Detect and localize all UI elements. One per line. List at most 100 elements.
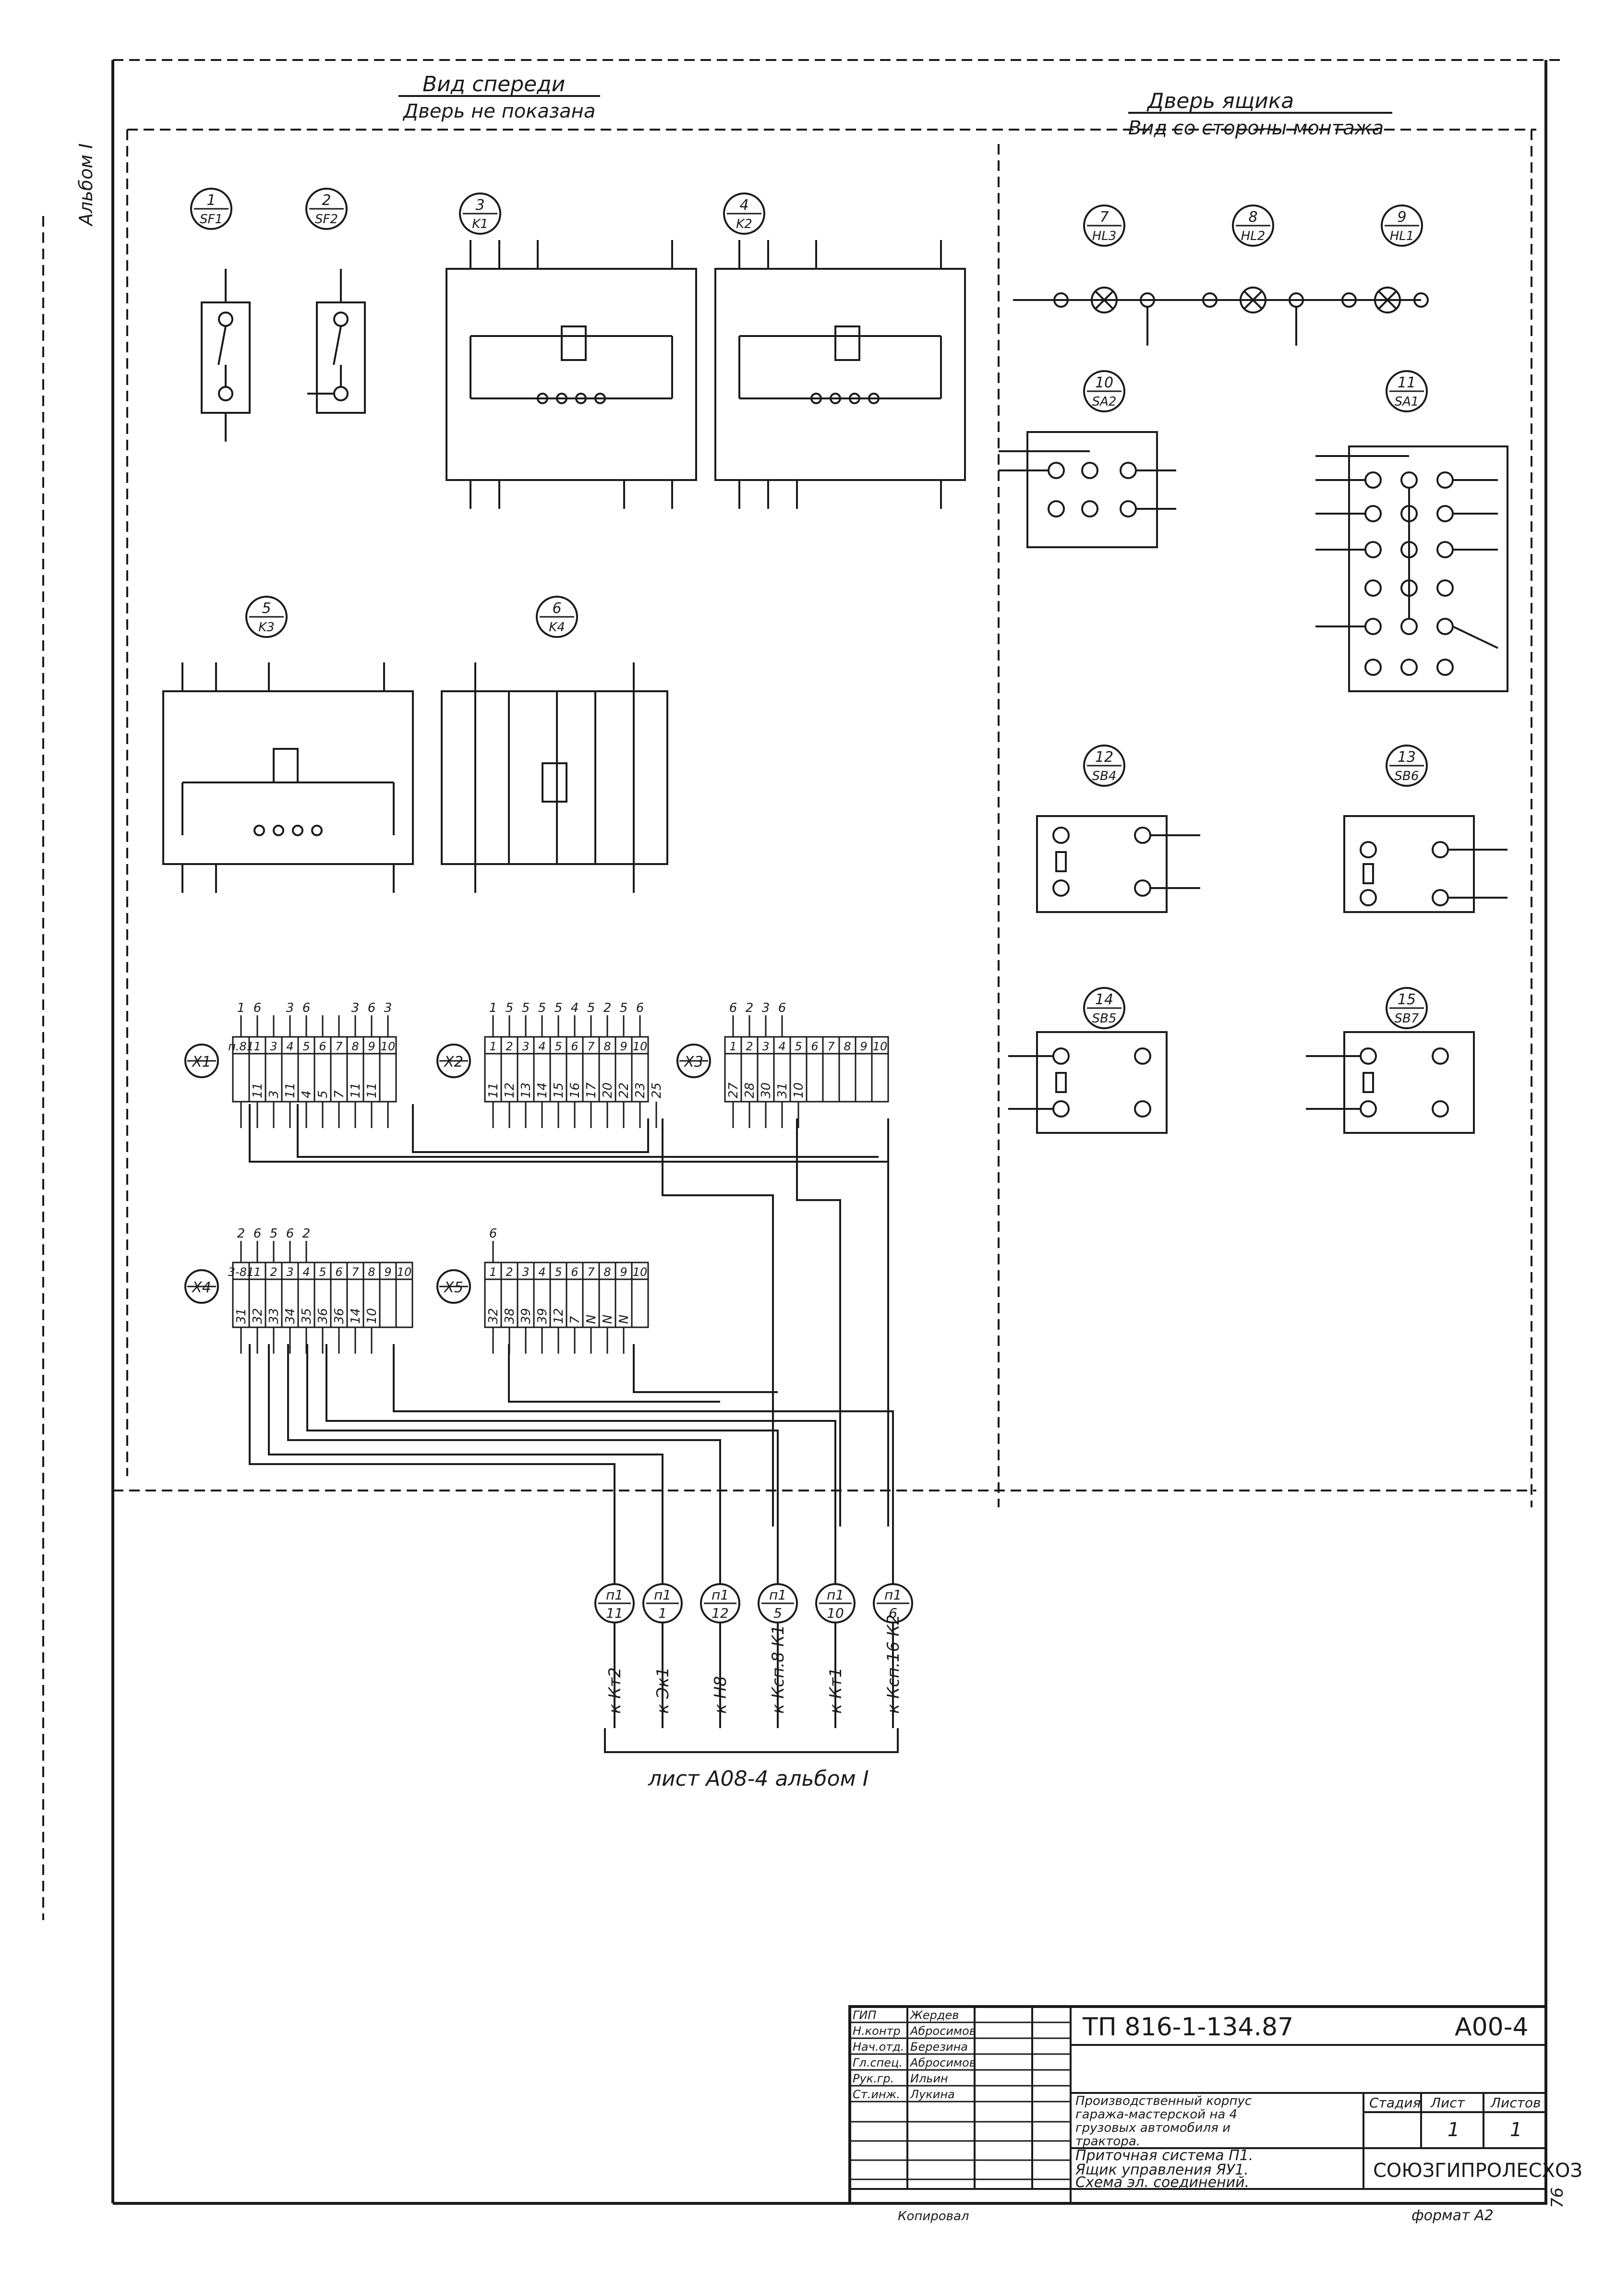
cable-marker-number: 12 <box>712 1605 729 1621</box>
terminal-wire-number: 36 <box>316 1308 330 1324</box>
terminal-number: 7 <box>351 1265 359 1279</box>
button-sb6 <box>1343 815 1507 913</box>
terminal-number: 5 <box>795 1040 802 1053</box>
terminal-strip-label: X5 <box>443 1279 463 1296</box>
button-sb7 <box>1306 1031 1475 1134</box>
terminal-wire-number: N <box>584 1315 599 1324</box>
terminal-wire-number: N <box>601 1315 615 1324</box>
terminal-top-wire: 2 <box>302 1226 311 1241</box>
terminal-wire-number: 5 <box>316 1090 330 1098</box>
terminal-number: 6 <box>335 1265 342 1279</box>
terminal-number: 4 <box>286 1040 293 1053</box>
device-code: HL3 <box>1092 229 1117 243</box>
terminal-number: 7 <box>827 1040 835 1053</box>
terminal-wire-number: 31 <box>775 1082 790 1098</box>
drawing-title-line-1: Приточная система П1. <box>1075 2147 1253 2164</box>
terminal-top-wire: 1 <box>489 1001 497 1015</box>
front-view-title: Вид спереди <box>422 72 565 96</box>
cable-destination: к Эк1 <box>653 1667 673 1714</box>
device-code: SB4 <box>1092 769 1117 783</box>
title-role: Рук.гр. <box>853 2072 894 2085</box>
device-number: 1 <box>206 192 216 209</box>
device-number: 13 <box>1398 749 1416 766</box>
doc-code: ТП 816-1-134.87 <box>1082 2013 1293 2042</box>
sheets-number: 1 <box>1510 2119 1522 2141</box>
format-label: формат А2 <box>1411 2207 1494 2224</box>
title-person: Ильин <box>910 2072 948 2085</box>
door-view-title: Дверь ящика <box>1146 89 1294 113</box>
title-person: Абросимов <box>909 2056 976 2069</box>
terminal-number: 9 <box>860 1040 867 1053</box>
terminal-number: 6 <box>811 1040 818 1053</box>
project-name-line-1: Производственный корпус <box>1075 2094 1252 2108</box>
cable-marker-number: 11 <box>606 1605 623 1621</box>
terminal-wire-number: 39 <box>535 1308 550 1324</box>
terminal-wire-number: 30 <box>759 1082 773 1098</box>
terminal-wire-number: 17 <box>584 1082 599 1098</box>
device-code: K1 <box>472 217 488 231</box>
terminal-number: 8 <box>603 1265 611 1279</box>
terminal-top-wire: 6 <box>729 1001 737 1015</box>
switch-sa2 <box>999 431 1176 548</box>
terminal-top-wire: 5 <box>270 1226 278 1241</box>
terminal-number: 8 <box>844 1040 851 1053</box>
contactor-k2 <box>714 240 966 509</box>
device-markers: 1SF12SF23K14K25K36K47HL38HL29HL110SA211S… <box>190 188 1428 1029</box>
sheet-number: 1 <box>1447 2119 1459 2141</box>
terminal-top-wire: 2 <box>237 1226 245 1241</box>
terminal-wire-number: 32 <box>486 1308 501 1324</box>
terminal-wire-number: 34 <box>283 1308 298 1324</box>
project-name-line-3: грузовых автомобиля и <box>1075 2121 1230 2135</box>
terminal-top-wire: 1 <box>237 1001 245 1015</box>
device-code: SA1 <box>1395 395 1419 409</box>
terminal-wire-number: 33 <box>267 1308 281 1324</box>
terminal-wire-number: 11 <box>365 1082 379 1098</box>
device-number: 15 <box>1398 991 1416 1008</box>
sheet-label: Лист <box>1430 2095 1465 2111</box>
terminal-wire-number: 10 <box>792 1082 806 1098</box>
terminal-number: 2 <box>506 1265 513 1279</box>
terminal-top-wire: 3 <box>286 1001 294 1015</box>
terminal-wire-number: 3 <box>267 1090 281 1098</box>
terminal-number: 1 <box>729 1040 736 1053</box>
terminal-wire-number: 20 <box>601 1082 615 1098</box>
cable-marker-top: п1 <box>654 1587 671 1603</box>
device-number: 3 <box>475 197 484 214</box>
title-role: Ст.инж. <box>853 2088 900 2101</box>
terminal-wire-number: 39 <box>519 1308 533 1324</box>
terminal-wire-number: 16 <box>568 1082 582 1098</box>
terminal-wire-number: 4 <box>300 1090 314 1098</box>
cable-marker-number: 5 <box>773 1605 782 1621</box>
terminal-wire-number: 15 <box>552 1082 566 1098</box>
terminal-top-wire: 6 <box>368 1001 376 1015</box>
terminal-top-wire: 6 <box>778 1001 786 1015</box>
device-number: 11 <box>1398 374 1416 391</box>
terminal-strip-label: X2 <box>443 1054 463 1070</box>
device-code: SB6 <box>1395 769 1419 783</box>
terminal-top-wire: 3 <box>351 1001 360 1015</box>
terminal-wire-number: 11 <box>486 1082 501 1098</box>
terminal-number: 8 <box>603 1040 611 1053</box>
door-view-subtitle: Вид со стороны монтажа <box>1128 117 1384 139</box>
terminal-number: 3 <box>522 1040 529 1053</box>
terminal-top-wire: 5 <box>587 1001 595 1015</box>
terminal-number: 9 <box>620 1040 627 1053</box>
terminal-wire-number: 7 <box>332 1090 347 1098</box>
terminal-number: 1 <box>489 1265 496 1279</box>
cable-marker-number: 1 <box>658 1605 667 1621</box>
relay-k4 <box>441 662 668 893</box>
terminal-number: 3 <box>762 1040 769 1053</box>
switch-sa1 <box>1315 445 1508 692</box>
cable-marker: п1 1 к Эк1 <box>642 1527 683 1728</box>
title-person: Березина <box>910 2040 968 2054</box>
